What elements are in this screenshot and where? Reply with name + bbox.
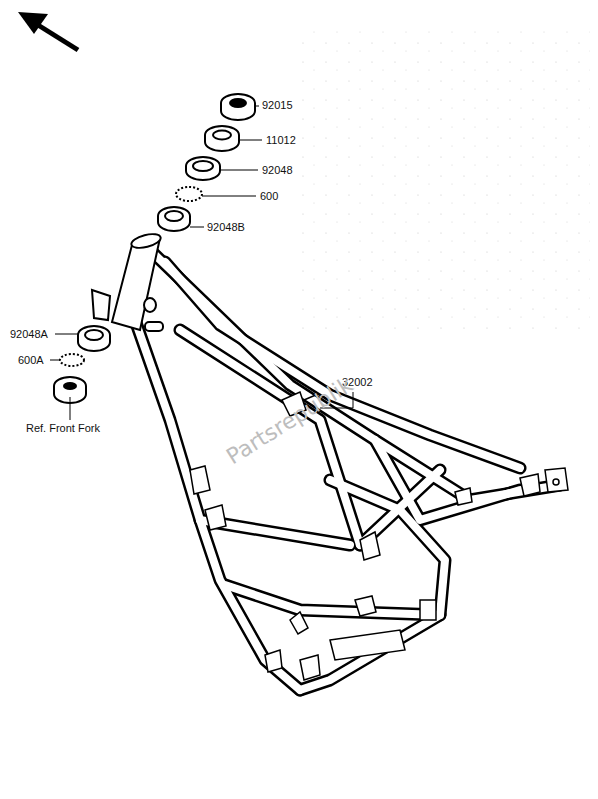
leader-lines — [50, 106, 353, 420]
callout-number: 11012 — [266, 134, 296, 146]
head-tube — [92, 232, 163, 331]
callout-number: 92048A — [10, 328, 48, 340]
callout-number: 92015 — [262, 99, 293, 111]
callout-number: 92048 — [262, 164, 293, 176]
callout-number: 92048B — [207, 221, 245, 233]
reference-note: Ref. Front Fork — [26, 422, 100, 434]
frame-tubes — [135, 250, 560, 690]
callout-number: 600 — [260, 190, 278, 202]
direction-arrow — [18, 12, 78, 50]
callout-number: 600A — [18, 354, 44, 366]
steering-stem-parts — [54, 94, 255, 403]
